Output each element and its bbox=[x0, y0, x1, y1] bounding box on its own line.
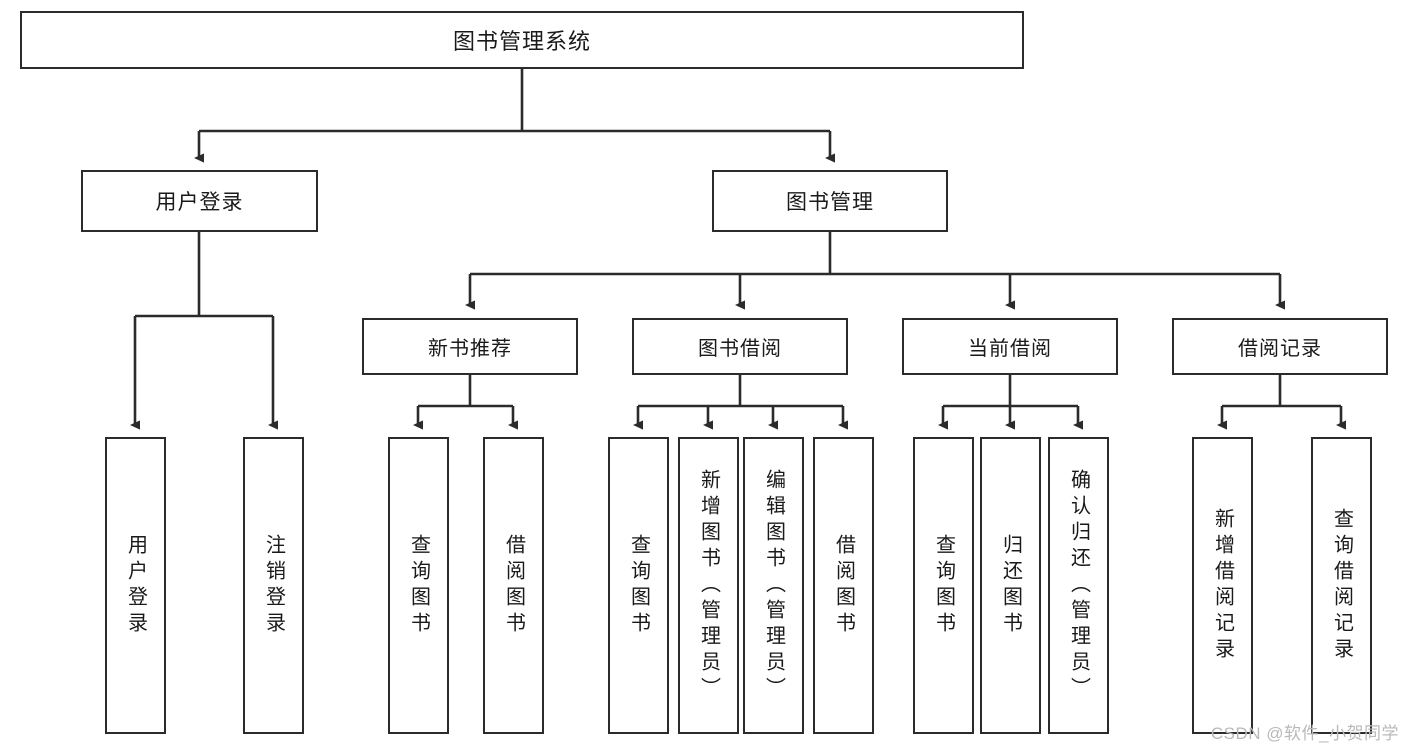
leaf-borrow-book-1[interactable]: 借阅图书 bbox=[483, 437, 544, 734]
leaf-add-record-label: 新增借阅记录 bbox=[1211, 507, 1234, 664]
leaf-borrow-book-2-label: 借阅图书 bbox=[832, 533, 855, 638]
node-user-login-label: 用户登录 bbox=[155, 191, 244, 214]
leaf-query-book-3-label: 查询图书 bbox=[932, 533, 955, 638]
leaf-user-login-label: 用户登录 bbox=[124, 533, 147, 638]
node-borrow-record[interactable]: 借阅记录 bbox=[1172, 318, 1388, 375]
leaf-query-book-1[interactable]: 查询图书 bbox=[388, 437, 449, 734]
leaf-confirm-return[interactable]: 确认归还（管理员） bbox=[1048, 437, 1109, 734]
leaf-user-login[interactable]: 用户登录 bbox=[105, 437, 166, 734]
leaf-query-record[interactable]: 查询借阅记录 bbox=[1311, 437, 1372, 734]
node-root[interactable]: 图书管理系统 bbox=[20, 11, 1024, 69]
leaf-add-book-label: 新增图书（管理员） bbox=[697, 468, 720, 703]
node-root-label: 图书管理系统 bbox=[452, 29, 591, 54]
leaf-confirm-return-label: 确认归还（管理员） bbox=[1067, 468, 1090, 703]
leaf-return-book-label: 归还图书 bbox=[999, 533, 1022, 638]
leaf-user-logout[interactable]: 注销登录 bbox=[243, 437, 304, 734]
leaf-borrow-book-1-label: 借阅图书 bbox=[502, 533, 525, 638]
leaf-add-record[interactable]: 新增借阅记录 bbox=[1192, 437, 1253, 734]
leaf-user-logout-label: 注销登录 bbox=[262, 533, 285, 638]
leaf-query-book-3[interactable]: 查询图书 bbox=[913, 437, 974, 734]
node-new-book-recommend-label: 新书推荐 bbox=[428, 338, 512, 360]
leaf-edit-book-label: 编辑图书（管理员） bbox=[762, 468, 785, 703]
leaf-query-book-2-label: 查询图书 bbox=[627, 533, 650, 638]
leaf-query-book-2[interactable]: 查询图书 bbox=[608, 437, 669, 734]
node-book-management-label: 图书管理 bbox=[786, 191, 874, 214]
leaf-return-book[interactable]: 归还图书 bbox=[980, 437, 1041, 734]
node-book-borrow-label: 图书借阅 bbox=[698, 338, 782, 360]
watermark: CSDN @软件_小贺同学 bbox=[1210, 724, 1399, 743]
node-current-borrow-label: 当前借阅 bbox=[968, 338, 1052, 360]
node-book-borrow[interactable]: 图书借阅 bbox=[632, 318, 848, 375]
leaf-edit-book[interactable]: 编辑图书（管理员） bbox=[743, 437, 804, 734]
leaf-add-book[interactable]: 新增图书（管理员） bbox=[678, 437, 739, 734]
node-current-borrow[interactable]: 当前借阅 bbox=[902, 318, 1118, 375]
node-book-management[interactable]: 图书管理 bbox=[712, 170, 948, 232]
leaf-query-record-label: 查询借阅记录 bbox=[1330, 507, 1353, 664]
node-user-login[interactable]: 用户登录 bbox=[81, 170, 318, 232]
leaf-query-book-1-label: 查询图书 bbox=[407, 533, 430, 638]
node-new-book-recommend[interactable]: 新书推荐 bbox=[362, 318, 578, 375]
leaf-borrow-book-2[interactable]: 借阅图书 bbox=[813, 437, 874, 734]
node-borrow-record-label: 借阅记录 bbox=[1238, 338, 1322, 360]
